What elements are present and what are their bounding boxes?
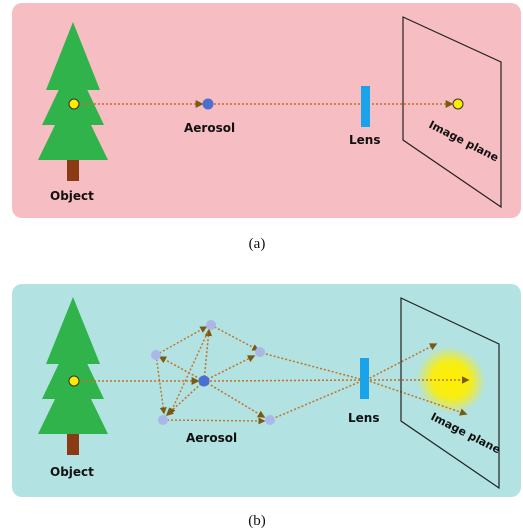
scatter-ray: [155, 354, 167, 415]
panel-a-background: [12, 3, 521, 218]
ray-to-lens: [261, 352, 365, 381]
object-label-b: Object: [50, 465, 94, 479]
ray-lens-to-image: [365, 379, 468, 416]
scatter-ray: [169, 324, 212, 416]
aerosol-label-b: Aerosol: [186, 431, 237, 445]
object-point-b: [68, 375, 80, 387]
aerosol-particle: [255, 347, 265, 357]
scatter-ray: [158, 356, 205, 382]
aerosol-particle: [151, 350, 161, 360]
panel-a: Object Aerosol Lens Image plane: [12, 3, 521, 218]
caption-b: (b): [248, 513, 266, 529]
aerosol-particle: [158, 415, 168, 425]
image-plane-a: [402, 16, 502, 209]
aerosol-particle-a: [202, 98, 214, 110]
scatter-ray: [162, 417, 266, 425]
image-plane-b: [400, 297, 500, 490]
panel-b: Object Aerosol Lens Image plane: [12, 284, 521, 497]
scatter-ray: [203, 355, 256, 382]
scatter-ray: [155, 326, 208, 356]
lens-label-a: Lens: [349, 133, 380, 147]
lens-a: [361, 86, 370, 127]
tree-trunk: [67, 157, 79, 181]
image-point-a: [452, 98, 464, 110]
ray-to-lens: [209, 379, 365, 382]
aerosol-particle: [206, 320, 216, 330]
tree-layer-top: [46, 22, 100, 90]
tree-trunk: [67, 431, 79, 455]
panel-b-background: [12, 284, 521, 497]
tree-layer-middle: [42, 334, 104, 399]
tree-layer-middle: [42, 60, 104, 125]
ray-to-lens: [271, 379, 365, 420]
object-label-a: Object: [50, 189, 94, 203]
caption-a: (a): [249, 236, 266, 252]
tree-object-a: [38, 22, 108, 181]
aerosol-particle-main: [198, 375, 210, 387]
tree-object-b: [38, 297, 108, 455]
lens-label-b: Lens: [348, 411, 379, 425]
aerosol-particle: [265, 415, 275, 425]
ray-lens-to-image: [365, 343, 438, 381]
tree-layer-top: [46, 297, 100, 364]
object-point-a: [68, 98, 80, 110]
aerosol-label-a: Aerosol: [184, 121, 235, 135]
scatter-ray: [203, 328, 213, 382]
lens-b: [360, 358, 369, 399]
scatter-ray: [210, 324, 260, 351]
